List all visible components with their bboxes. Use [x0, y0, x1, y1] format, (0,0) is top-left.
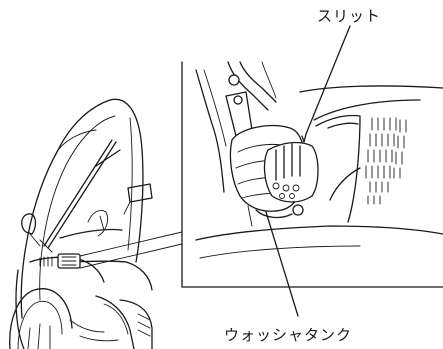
detail-drawing [195, 61, 443, 259]
callout-leaders [265, 25, 351, 317]
scooter-drawing [9, 98, 183, 349]
detail-frame [181, 61, 443, 288]
slit-label: スリット [317, 7, 382, 25]
washer-tank-label: ウォッシャタンク [224, 326, 353, 344]
